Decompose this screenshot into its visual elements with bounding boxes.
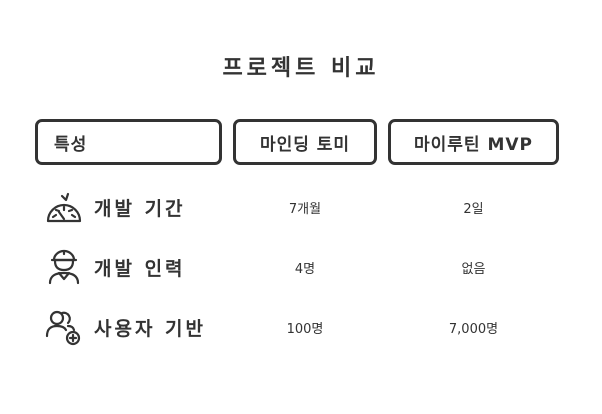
header-col1: 마인딩 토미 bbox=[233, 119, 377, 165]
comparison-title: 프로젝트 비교 bbox=[222, 56, 380, 81]
header-col1-label: 마인딩 토미 bbox=[259, 134, 351, 155]
speedometer-icon bbox=[42, 188, 86, 226]
cell-col2: 없음 bbox=[461, 262, 486, 277]
cell-col1: 100명 bbox=[286, 322, 324, 337]
cell-col2: 2일 bbox=[463, 202, 484, 217]
row-label: 개발 인력 bbox=[94, 258, 186, 280]
header-feature: 특성 bbox=[35, 119, 222, 165]
header-col2-label: 마이루틴 MVP bbox=[413, 134, 533, 155]
header-feature-label: 특성 bbox=[54, 134, 88, 155]
row-label: 사용자 기반 bbox=[94, 318, 207, 340]
table-row: 개발 기간 7개월 2일 bbox=[0, 182, 602, 230]
cell-col1: 4명 bbox=[294, 262, 316, 277]
worker-icon bbox=[42, 248, 86, 286]
cell-col1: 7개월 bbox=[288, 202, 322, 217]
cell-col2: 7,000명 bbox=[448, 322, 499, 337]
table-row: 사용자 기반 100명 7,000명 bbox=[0, 302, 602, 350]
row-label: 개발 기간 bbox=[94, 198, 186, 220]
table-row: 개발 인력 4명 없음 bbox=[0, 242, 602, 290]
header-col2: 마이루틴 MVP bbox=[388, 119, 559, 165]
add-users-icon bbox=[42, 308, 86, 346]
